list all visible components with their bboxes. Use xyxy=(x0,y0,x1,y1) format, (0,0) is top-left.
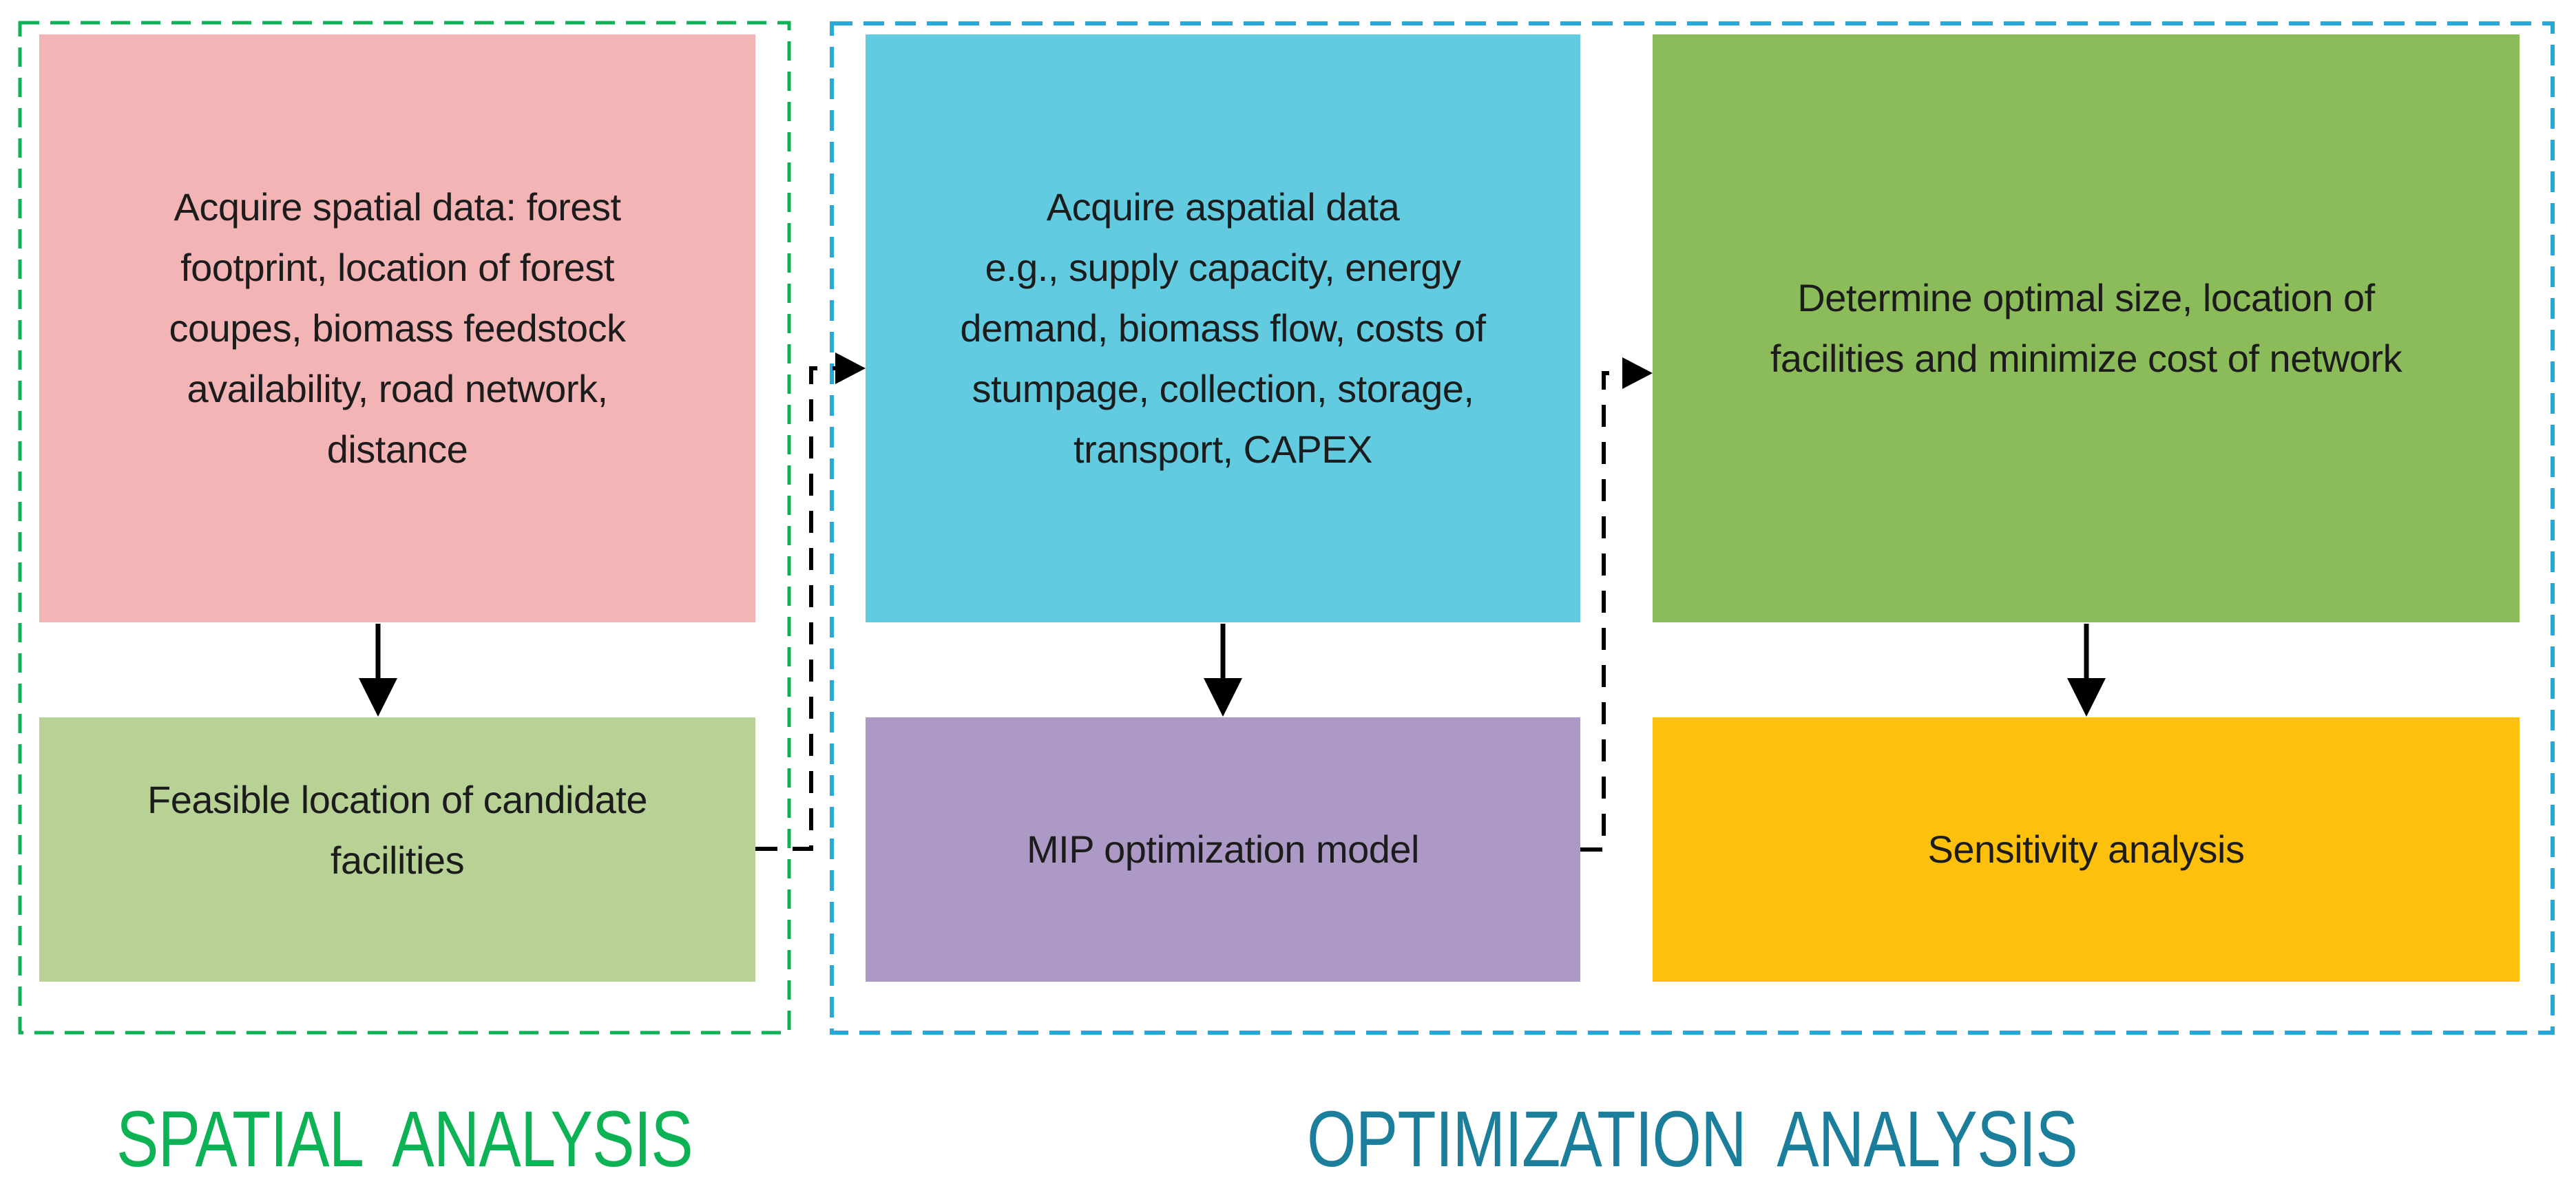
box-feasible-location: Feasible location of candidate facilitie… xyxy=(39,717,755,982)
box-text: Determine optimal size, location of faci… xyxy=(1770,276,2402,380)
down-arrow-icon xyxy=(2067,678,2106,717)
spatial-analysis-label: SPATIAL ANALYSIS xyxy=(116,1095,693,1183)
down-arrow-aspatial xyxy=(1204,624,1242,717)
box-sensitivity-analysis: Sensitivity analysis xyxy=(1653,717,2520,982)
down-arrow-icon xyxy=(1204,678,1242,717)
dashed-connector-spatial-to-aspatial xyxy=(755,352,866,851)
dashed-connector-path xyxy=(755,366,837,851)
down-arrow-icon xyxy=(359,678,397,717)
spatial-dashed-border xyxy=(18,21,791,1035)
optimization-dashed-border xyxy=(830,21,2555,1035)
box-acquire-aspatial-data: Acquire aspatial data e.g., supply capac… xyxy=(866,34,1580,622)
box-acquire-spatial-data: Acquire spatial data: forest footprint, … xyxy=(39,34,755,622)
box-text: Sensitivity analysis xyxy=(1927,827,2245,871)
down-arrow-optimal xyxy=(2067,624,2106,717)
box-text: MIP optimization model xyxy=(1027,827,1420,871)
box-text: Feasible location of candidate facilitie… xyxy=(147,778,647,882)
dashed-connector-path xyxy=(1580,371,1624,852)
box-mip-model: MIP optimization model xyxy=(866,717,1580,982)
optimization-analysis-label: OPTIMIZATION ANALYSIS xyxy=(1307,1095,2078,1183)
down-arrow-spatial xyxy=(359,624,397,717)
right-arrow-icon xyxy=(835,352,866,384)
dashed-connector-mip-to-optimal xyxy=(1580,357,1653,852)
right-arrow-icon xyxy=(1622,357,1653,389)
box-text: Acquire spatial data: forest footprint, … xyxy=(169,185,626,471)
box-determine-optimal: Determine optimal size, location of faci… xyxy=(1653,34,2520,622)
box-text: Acquire aspatial data e.g., supply capac… xyxy=(960,185,1486,471)
